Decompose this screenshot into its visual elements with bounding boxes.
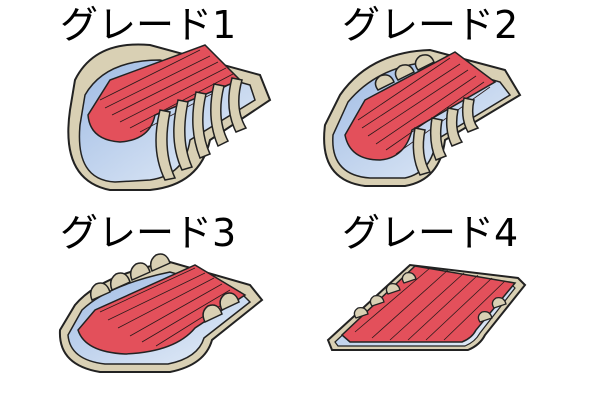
grade-3-label: グレード3: [60, 211, 237, 255]
grade-1-illustration: [67, 43, 272, 191]
grade-4-illustration: [326, 263, 527, 351]
grade-2-illustration: [323, 48, 522, 187]
grade-3-muscle: [77, 264, 247, 355]
grade-2-label: グレード2: [342, 3, 519, 47]
grade-4-label: グレード4: [342, 211, 519, 255]
grade-3-illustration: [58, 253, 264, 373]
grade-2-muscle: [344, 51, 497, 161]
grade-1-label: グレード1: [60, 3, 237, 47]
